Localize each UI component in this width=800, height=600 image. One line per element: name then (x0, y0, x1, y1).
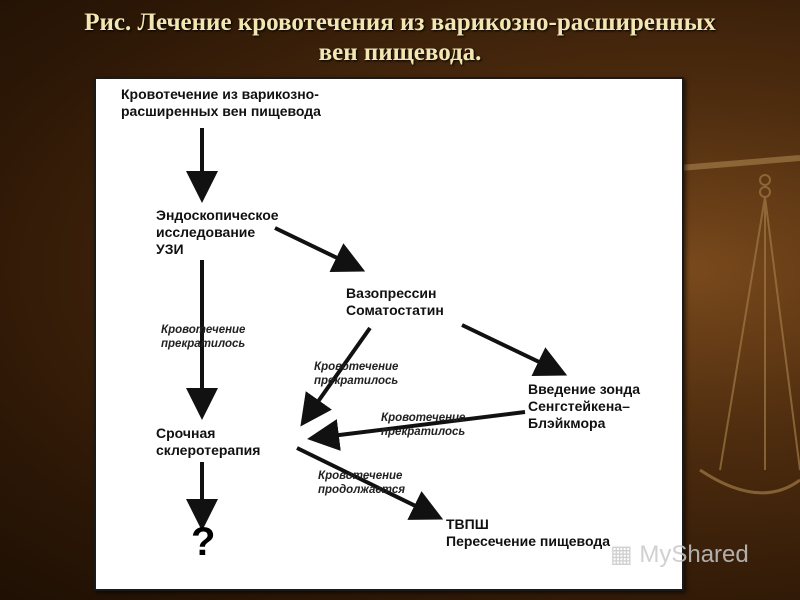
label-stopped-left-line-2: прекратилось (161, 338, 246, 350)
label-stopped-left-line-1: Кровотечение (161, 324, 246, 336)
node-endoscopy-line-2: исследование (156, 224, 256, 240)
arrow-endoscopy-to-vasopressin (274, 226, 366, 272)
label-continues-line-1: Кровотечение (318, 470, 403, 482)
arrow-vasopressin-to-probe (461, 323, 568, 377)
slide-title: Рис. Лечение кровотечения из варикозно-р… (0, 8, 800, 68)
label-continues: Кровотечение продолжается (318, 469, 405, 497)
node-sclerotherapy: Срочная склеротерапия (156, 425, 260, 459)
watermark-logo: ▦ MyShared (610, 540, 749, 569)
node-endoscopy-line-3: УЗИ (156, 241, 184, 257)
node-probe: Введение зонда Сенгстейкена– Блэйкмора (528, 381, 640, 432)
node-bleeding: Кровотечение из варикозно- расширенных в… (121, 86, 321, 120)
watermark-icon: ▦ (610, 541, 640, 568)
label-stopped-right: Кровотечение прекратилось (381, 411, 465, 439)
node-vasopressin: Вазопрессин Соматостатин (346, 285, 444, 319)
node-bleeding-line-1: Кровотечение из варикозно- (121, 86, 319, 102)
arrow-vasopressin-to-sclerotherapy (300, 326, 372, 427)
node-endoscopy-line-1: Эндоскопическое (156, 207, 279, 223)
node-probe-line-2: Сенгстейкена– (528, 398, 630, 414)
node-sclerotherapy-line-2: склеротерапия (156, 442, 261, 458)
label-stopped-mid: Кровотечение прекратилось (314, 360, 398, 388)
node-tips-line-1: ТВПШ (446, 516, 489, 532)
node-endoscopy: Эндоскопическое исследование УЗИ (156, 207, 279, 258)
node-bleeding-line-2: расширенных вен пищевода (121, 103, 321, 119)
node-probe-line-3: Блэйкмора (528, 415, 606, 431)
node-tips-line-2: Пересечение пищевода (446, 533, 611, 549)
arrow-probe-to-sclerotherapy (307, 410, 526, 451)
node-sclerotherapy-line-1: Срочная (156, 425, 216, 441)
arrow-sclerotherapy-to-tips (296, 446, 444, 520)
node-vasopressin-line-2: Соматостатин (346, 302, 444, 318)
label-continues-line-2: продолжается (318, 484, 406, 496)
node-probe-line-1: Введение зонда (528, 381, 641, 397)
question-mark: ? (191, 520, 216, 564)
slide-title-line-1: Рис. Лечение кровотечения из варикозно-р… (84, 9, 716, 36)
label-stopped-right-line-1: Кровотечение (381, 412, 466, 424)
label-stopped-mid-line-1: Кровотечение (314, 361, 399, 373)
slide-title-line-2: вен пищевода. (318, 39, 482, 66)
label-stopped-left: Кровотечение прекратилось (161, 323, 245, 351)
node-tips: ТВПШ Пересечение пищевода (446, 516, 610, 550)
label-stopped-mid-line-2: прекратилось (314, 375, 399, 387)
watermark-text: MyShared (639, 541, 749, 568)
scales-decoration (679, 155, 800, 495)
label-stopped-right-line-2: прекратилось (381, 426, 466, 438)
node-vasopressin-line-1: Вазопрессин (346, 285, 437, 301)
